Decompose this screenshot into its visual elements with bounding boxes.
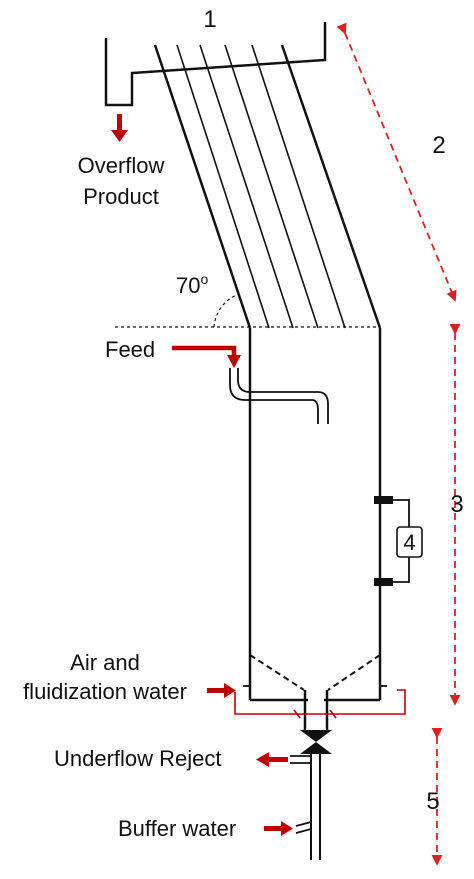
air-water-label-line2: fluidization water <box>23 679 187 704</box>
column-base <box>243 685 387 730</box>
air-water-label-line1: Air and <box>70 650 140 675</box>
label-section-4: 4 <box>403 530 415 555</box>
pressure-tappings <box>374 496 423 586</box>
feed-pipe <box>229 368 329 424</box>
dimension-arrow-2 <box>336 22 457 302</box>
label-section-5: 5 <box>426 788 439 815</box>
vertical-column <box>248 328 382 700</box>
overflow-product-label-line1: Overflow <box>78 153 165 178</box>
buffer-inlet-stub <box>295 821 312 834</box>
overflow-arrow <box>111 114 128 142</box>
angle-indicator <box>115 293 380 328</box>
angle-degree-symbol: o <box>200 271 208 287</box>
underflow-reject-label: Underflow Reject <box>54 746 222 771</box>
angle-label: 70o <box>176 271 208 298</box>
inclined-channels <box>153 44 382 329</box>
underflow-pipe <box>310 754 321 860</box>
overflow-product-label-line2: Product <box>83 184 159 209</box>
fluidization-manifold <box>234 689 406 719</box>
feed-arrow <box>172 345 241 368</box>
differential-pressure-box <box>396 526 423 558</box>
label-section-2: 2 <box>432 132 445 159</box>
label-section-1: 1 <box>203 6 216 33</box>
buffer-water-arrow <box>264 821 293 836</box>
overflow-launder <box>104 22 327 107</box>
underflow-valve <box>300 730 332 754</box>
buffer-water-label: Buffer water <box>118 816 236 841</box>
feed-label: Feed <box>105 337 155 362</box>
underflow-arrow <box>256 752 288 767</box>
underflow-outlet-stub <box>290 755 311 764</box>
fluidization-distributor <box>249 654 381 691</box>
label-section-3: 3 <box>450 491 463 518</box>
angle-value: 70 <box>176 273 200 298</box>
air-water-arrow <box>207 683 236 698</box>
